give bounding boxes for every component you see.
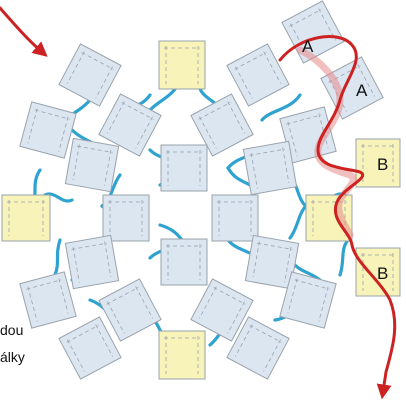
blue-tile: [58, 316, 122, 380]
blue-tile: [64, 234, 120, 290]
blue-cord: [158, 223, 184, 242]
tile-label-a: A: [356, 81, 368, 100]
blue-tile: [160, 144, 208, 192]
tile-label-a: A: [302, 37, 314, 56]
blue-cord: [260, 93, 302, 122]
tile-label-b: B: [377, 155, 388, 174]
blue-cord: [338, 238, 350, 277]
blue-tile: [98, 278, 162, 342]
yellow-tile: [305, 194, 353, 242]
blue-tile: [211, 194, 259, 242]
blue-cord: [288, 204, 308, 240]
blue-tile: [226, 43, 290, 107]
blue-tile: [190, 278, 254, 342]
tiles-layer: [1, 0, 401, 380]
yellow-tile: [158, 330, 206, 380]
blue-tile: [242, 140, 298, 196]
yellow-tile: [355, 247, 401, 297]
labels-layer: A A B B dou álky: [0, 37, 388, 365]
blue-tile: [320, 56, 384, 120]
blue-tile: [244, 234, 300, 290]
blue-tile: [19, 271, 77, 329]
blue-cord: [43, 192, 74, 203]
red-thread-highlight: [296, 46, 357, 239]
yellow-tile: [1, 194, 51, 242]
red-entry-arrow: [0, 6, 48, 57]
yellow-tile: [158, 40, 206, 90]
blue-tile: [279, 106, 337, 164]
tile-label-b: B: [377, 264, 388, 283]
edge-text: álky: [0, 349, 25, 365]
blue-tile: [279, 271, 337, 329]
blue-tile: [64, 137, 120, 193]
blue-tile: [102, 194, 150, 242]
blue-cord: [226, 166, 252, 187]
blue-cord: [53, 238, 62, 277]
blue-tile: [190, 93, 254, 157]
edge-text: dou: [0, 322, 23, 338]
blue-tile: [58, 43, 122, 107]
red-thread: [278, 35, 397, 400]
blue-tile: [98, 93, 162, 157]
blue-tile: [19, 101, 77, 159]
blue-tile: [226, 316, 290, 380]
blue-tile: [160, 238, 208, 286]
